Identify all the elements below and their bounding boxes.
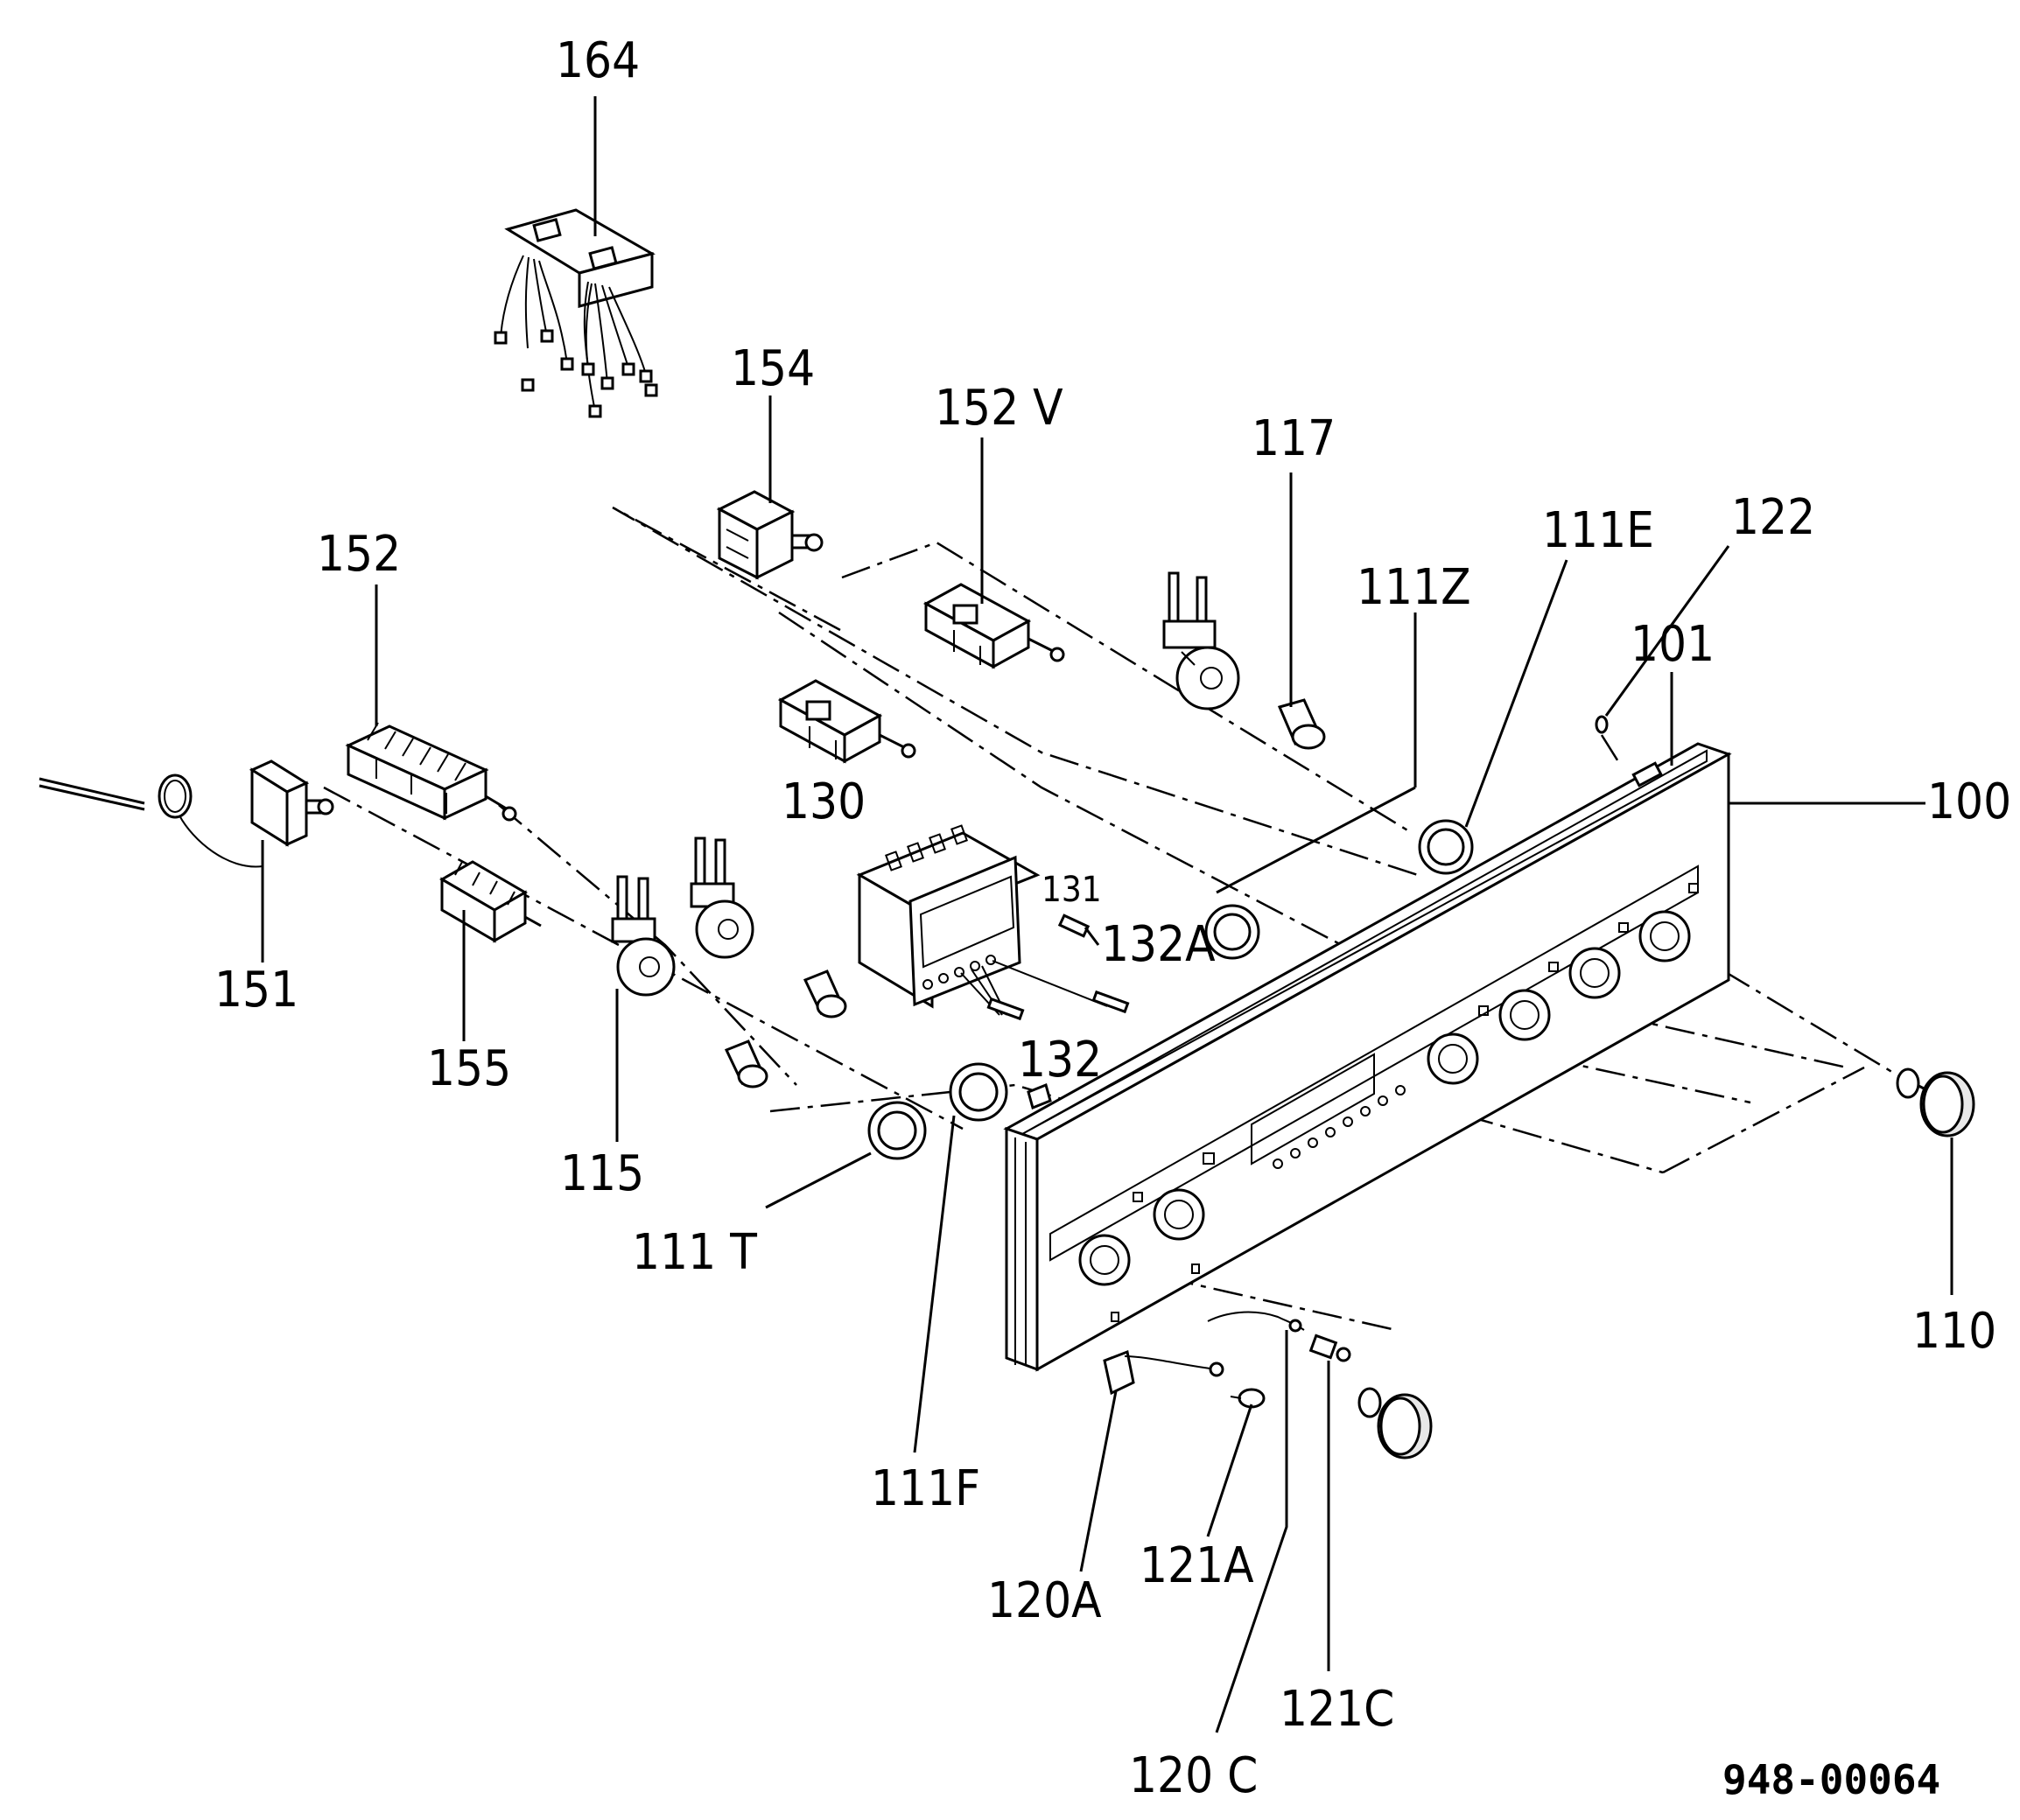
thermostat-151 bbox=[39, 760, 334, 868]
label-132: 132 bbox=[1018, 1032, 1102, 1088]
label-111z: 111Z bbox=[1357, 559, 1471, 616]
label-154: 154 bbox=[731, 340, 815, 397]
label-111f: 111F bbox=[871, 1460, 980, 1517]
label-152v: 152 V bbox=[935, 380, 1063, 437]
lamp-holder-121c bbox=[1308, 1334, 1351, 1362]
timer-130 bbox=[856, 824, 1108, 1016]
label-121a: 121A bbox=[1140, 1537, 1254, 1594]
label-115: 115 bbox=[560, 1145, 644, 1202]
label-131: 131 bbox=[1042, 870, 1102, 910]
label-155: 155 bbox=[427, 1040, 511, 1097]
label-111t: 111 T bbox=[632, 1224, 757, 1281]
thermostat-upper bbox=[1162, 571, 1240, 710]
thermostat-115 bbox=[611, 875, 676, 997]
label-100: 100 bbox=[1927, 774, 2011, 830]
ring-111e bbox=[1418, 819, 1474, 875]
switch-block-155 bbox=[439, 860, 542, 943]
lamp-121a bbox=[1230, 1388, 1266, 1409]
label-120c: 120 C bbox=[1129, 1747, 1258, 1804]
label-117: 117 bbox=[1252, 410, 1336, 467]
wire-120c bbox=[1207, 1311, 1305, 1333]
control-panel-100 bbox=[1003, 742, 1732, 1372]
knob-sleeve-mid bbox=[803, 970, 847, 1018]
ring-111z bbox=[1204, 904, 1260, 960]
label-122: 122 bbox=[1731, 489, 1815, 546]
label-111e: 111E bbox=[1542, 502, 1654, 559]
selector-switch-lower bbox=[777, 679, 916, 764]
pin-132 bbox=[986, 997, 1025, 1021]
pin-131 bbox=[1057, 914, 1091, 938]
label-110: 110 bbox=[1912, 1303, 1996, 1360]
label-152: 152 bbox=[317, 526, 401, 583]
ring-111f bbox=[949, 1062, 1008, 1122]
callout-labels: 164 154 152 V 117 111E 122 111Z 101 100 … bbox=[214, 32, 2011, 1804]
label-130: 130 bbox=[782, 774, 866, 830]
ring-111t bbox=[867, 1101, 927, 1160]
document-number: 948-00064 bbox=[1722, 1756, 1940, 1803]
bracket-120a bbox=[1103, 1349, 1224, 1396]
screw-122 bbox=[1595, 715, 1621, 764]
thermostat-mid bbox=[690, 836, 754, 959]
label-151: 151 bbox=[214, 962, 298, 1018]
knob-sleeve-117 bbox=[1277, 698, 1326, 750]
label-121c: 121C bbox=[1280, 1681, 1394, 1738]
selector-switch-152v bbox=[922, 583, 1065, 669]
label-132a: 132A bbox=[1101, 916, 1216, 973]
knob-sleeve-left bbox=[724, 1040, 768, 1088]
label-101: 101 bbox=[1631, 616, 1715, 673]
pin-132a bbox=[1091, 990, 1130, 1014]
label-120a: 120A bbox=[987, 1572, 1102, 1629]
switch-block-152 bbox=[345, 722, 517, 822]
clip-132 bbox=[1027, 1082, 1052, 1110]
knob-110 bbox=[1896, 1068, 1975, 1138]
switch-154 bbox=[716, 490, 824, 580]
harness-bracket-164 bbox=[494, 208, 658, 418]
knob-lower bbox=[1357, 1387, 1433, 1460]
leader-lines bbox=[261, 96, 1953, 1733]
label-164: 164 bbox=[556, 32, 640, 89]
